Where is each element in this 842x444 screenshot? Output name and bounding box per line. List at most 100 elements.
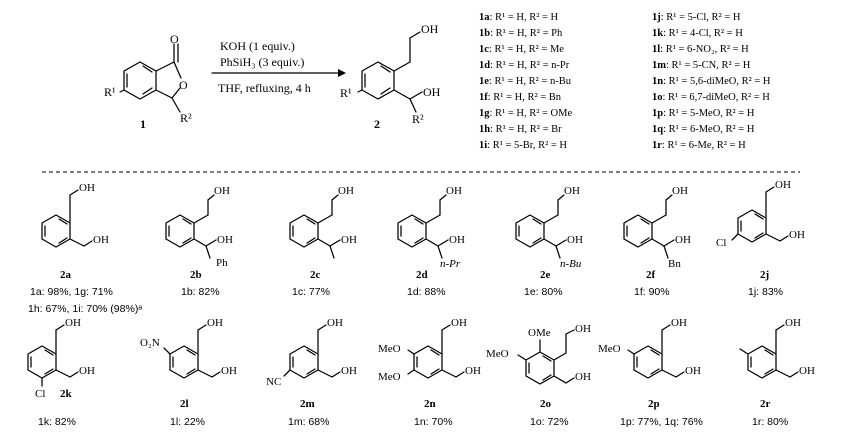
substituent-label: MeO [378,371,401,383]
substrate-row: 1g: R¹ = H, R² = OMe [479,108,572,119]
substrate-row: 1f: R¹ = H, R² = Bn [479,92,562,103]
reaction-conditions: THF, refluxing, 4 h [218,81,311,95]
product-oh-bottom: OH [423,85,441,99]
compound-2d: OH OH n-Pr 2d 1d: 88% [397,185,465,298]
oh-label: OH [449,234,465,246]
substrate-row: 1i: R¹ = 5-Br, R² = H [479,140,567,151]
substrate-row: 1q: R¹ = 6-MeO, R² = H [652,124,755,135]
substrate-table: 1a: R¹ = H, R² = H 1b: R¹ = H, R² = Ph 1… [479,12,771,151]
yield-text: 1h: 67%, 1i: 70% (98%)ᵃ [28,303,142,315]
substituent-label: OMe [528,327,551,339]
substituent-label: Cl [716,237,726,249]
substituent-label: MeO [378,343,401,355]
oh-label: OH [799,365,815,377]
oh-label: OH [575,323,591,335]
substituent-label: Cl [35,388,45,400]
reactant-r2: R² [180,111,192,125]
substituent-label: MeO [598,343,621,355]
substrate-row: 1k: R¹ = 4-Cl, R² = H [652,28,743,39]
yield-text: 1j: 83% [748,286,783,298]
oh-label: OH [93,234,109,246]
oh-label: OH [671,317,687,329]
compound-label: 2r [760,398,771,410]
substituent-label: NC [266,376,281,388]
compound-2c: OH OH 2c 1c: 77% [289,185,357,298]
substrate-row: 1n: R¹ = 5,6-diMeO, R² = H [652,76,771,87]
substrate-row: 1p: R¹ = 5-MeO, R² = H [652,108,755,119]
oh-label: OH [65,317,81,329]
substrate-row: 1a: R¹ = H, R² = H [479,12,559,23]
substrate-row: 1b: R¹ = H, R² = Ph [479,28,563,39]
yield-text: 1m: 68% [288,416,329,428]
oh-label: OH [446,185,462,197]
oh-label: OH [465,365,481,377]
compound-2r: OH OH 2r 1r: 80% [739,317,815,428]
compound-2l: OH OH O₂N 2l 1l: 22% [140,317,237,428]
compound-label: 2j [760,269,769,281]
compound-label: 2a [60,269,72,281]
oh-label: OH [564,185,580,197]
oh-label: OH [451,317,467,329]
yield-text: 1r: 80% [752,416,788,428]
yield-text: 1p: 77%, 1q: 76% [620,416,703,428]
carbonyl-oxygen: O [170,32,179,46]
substrate-row: 1c: R¹ = H, R² = Me [479,44,564,55]
oh-label: OH [672,185,688,197]
oh-label: OH [775,179,791,191]
substituent-label: O₂N [140,337,160,349]
reagent-phsih3: PhSiH₃ (3 equiv.) [220,55,304,69]
yield-text: 1n: 70% [414,416,453,428]
substrate-row: 1h: R¹ = H, R² = Br [479,124,562,135]
reactant-structure: O O R¹ R² 1 [104,32,192,131]
compound-2j: OH OH Cl 2j 1j: 83% [716,179,805,298]
compound-2a: OH OH 2a 1a: 98%, 1g: 71% 1h: 67%, 1i: 7… [28,182,142,315]
substituent-label: n-Bu [560,258,582,270]
substrate-column-2: 1j: R¹ = 5-Cl, R² = H 1k: R¹ = 4-Cl, R² … [652,12,771,151]
oh-label: OH [575,371,591,383]
oh-label: OH [214,185,230,197]
substrate-row: 1r: R¹ = 6-Me, R² = H [652,140,746,151]
oh-label: OH [341,234,357,246]
compound-label: 2c [310,269,321,281]
compound-label: 2b [190,269,202,281]
oh-label: OH [217,234,233,246]
substrate-row: 1l: R¹ = 6-NO₂, R² = H [652,44,749,55]
ring-oxygen: O [179,78,188,92]
product-label: 2 [374,117,380,131]
yield-text: 1c: 77% [292,286,330,298]
product-oh-top: OH [421,22,439,36]
oh-label: OH [327,317,343,329]
substrate-row: 1e: R¹ = H, R² = n-Bu [479,76,572,87]
oh-label: OH [675,234,691,246]
oh-label: OH [79,365,95,377]
compound-label: 2k [60,388,73,400]
reagent-koh: KOH (1 equiv.) [220,39,295,53]
compound-2e: OH OH n-Bu 2e 1e: 80% [515,185,583,298]
compound-2p: OH OH MeO 2p 1p: 77%, 1q: 76% [598,317,703,428]
compound-2m: OH OH NC 2m 1m: 68% [266,317,357,428]
compound-label: 2d [416,269,428,281]
oh-label: OH [79,182,95,194]
yield-text: 1a: 98%, 1g: 71% [30,286,113,298]
compound-label: 2m [300,398,315,410]
oh-label: OH [341,365,357,377]
oh-label: OH [207,317,223,329]
reactant-r1: R¹ [104,85,116,99]
substrate-row: 1o: R¹ = 6,7-diMeO, R² = H [652,92,770,103]
oh-label: OH [567,234,583,246]
substrate-column-1: 1a: R¹ = H, R² = H 1b: R¹ = H, R² = Ph 1… [479,12,572,151]
compound-2k: OH OH Cl 2k 1k: 82% [27,317,95,428]
compound-label: 2p [648,398,660,410]
compound-label: 2f [646,269,656,281]
compound-label: 2o [540,398,552,410]
product-r2: R² [412,112,424,126]
substrate-row: 1d: R¹ = H, R² = n-Pr [479,60,570,71]
reactant-label: 1 [140,117,146,131]
yield-text: 1d: 88% [407,286,446,298]
compound-2n: OH OH MeO MeO 2n 1n: 70% [378,317,481,428]
yield-text: 1l: 22% [170,416,205,428]
compound-2o: OMe OH OH MeO 2o 1o: 72% [486,323,591,428]
substituent-label: Ph [216,257,228,269]
oh-label: OH [338,185,354,197]
